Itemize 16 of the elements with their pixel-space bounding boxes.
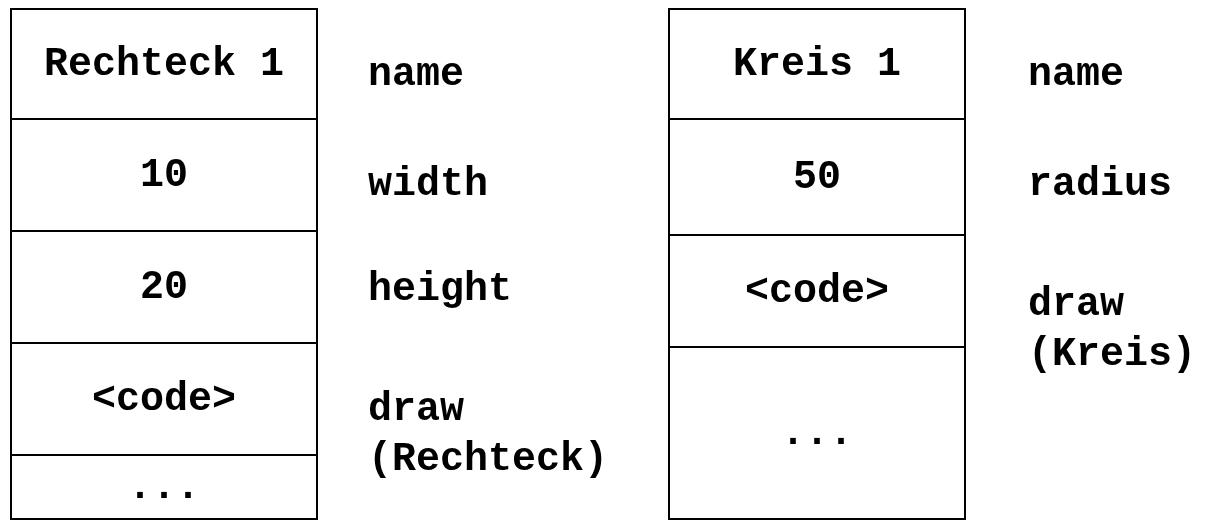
memory-cell: 20 [10,230,318,344]
memory-cell: Rechteck 1 [10,8,318,120]
field-name-label: radius [1028,161,1174,209]
field-name-label: width [368,161,490,209]
memory-cell: <code> [668,234,966,348]
memory-cell: Kreis 1 [668,8,966,120]
field-name-label: height [368,266,514,314]
memory-cell: 10 [10,118,318,232]
memory-cell: 50 [668,118,966,236]
memory-cell: <code> [10,342,318,456]
memory-cell: ... [668,346,966,520]
field-name-label: draw (Kreis) [1028,281,1198,379]
memory-cell: ... [10,454,318,520]
field-name-label: draw (Rechteck) [368,386,610,484]
field-name-label: name [1028,51,1125,99]
field-name-label: name [368,51,465,99]
